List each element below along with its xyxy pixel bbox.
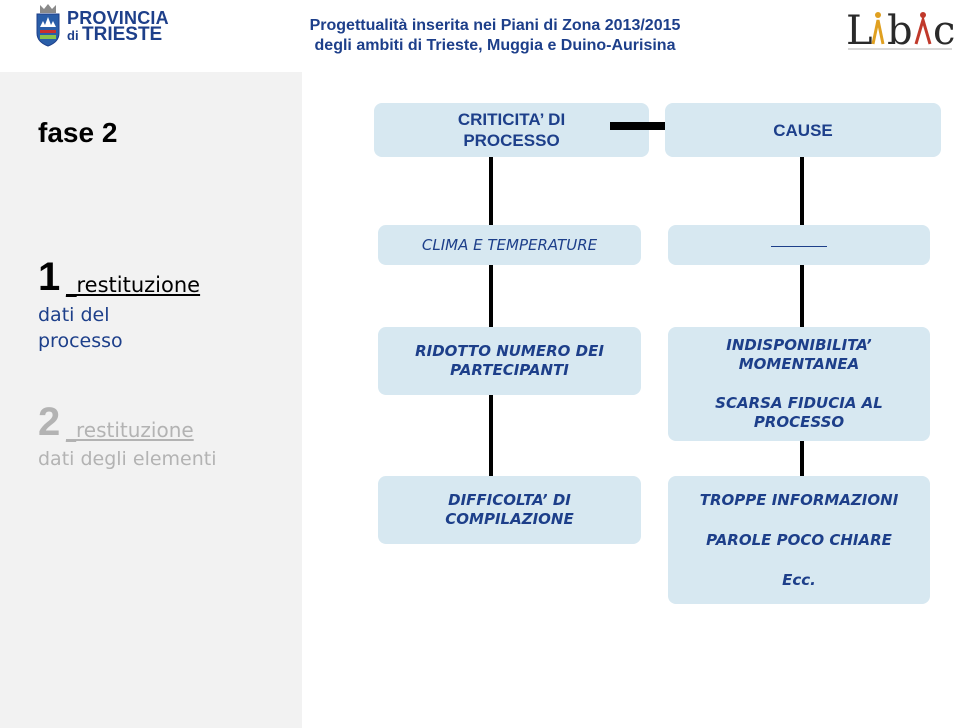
criticita-item-compilazione-line2: COMPILAZIONE — [445, 510, 574, 528]
step1-title: _restituzione — [66, 273, 201, 297]
provincia-trieste-logo: PROVINCIA di TRIESTE — [34, 3, 169, 47]
cause-item-indisponibilita-line1: INDISPONIBILITA’ — [726, 336, 872, 354]
criticita-header-line1: CRITICITA’ DI — [457, 110, 566, 129]
cause-item-informazioni-line1: TROPPE INFORMAZIONI — [699, 490, 899, 509]
step2-title: _restituzione — [66, 418, 194, 442]
labac-logo: L b c — [846, 6, 958, 56]
criticita-item-partecipanti: RIDOTTO NUMERO DEI PARTECIPANTI — [378, 327, 641, 395]
connector-right-1 — [800, 157, 804, 225]
criticita-item-clima-label: CLIMA E TEMPERATURE — [421, 235, 598, 254]
cause-header-label: CAUSE — [773, 120, 833, 140]
connector-left-3 — [489, 395, 493, 476]
svg-text:c: c — [933, 8, 955, 54]
svg-text:L: L — [846, 8, 873, 54]
cause-item-fiducia-line1: SCARSA FIDUCIA AL — [715, 394, 883, 412]
left-panel — [0, 72, 302, 728]
crest-icon — [36, 4, 60, 47]
header-title: Progettualità inserita nei Piani di Zona… — [300, 16, 690, 56]
phase-title: fase 2 — [38, 117, 118, 148]
criticita-header-box: CRITICITA’ DI PROCESSO — [374, 103, 649, 157]
placeholder-line — [771, 245, 827, 247]
logo-trieste-text: TRIESTE — [82, 24, 163, 45]
criticita-item-partecipanti-line1: RIDOTTO NUMERO DEI — [415, 342, 604, 360]
connector-left-2 — [489, 265, 493, 327]
criticita-item-partecipanti-line2: PARTECIPANTI — [450, 361, 569, 379]
criticita-item-compilazione-line1: DIFFICOLTA’ DI — [448, 491, 571, 509]
cause-header-box: CAUSE — [665, 103, 941, 157]
step2-sub: dati degli elementi — [38, 448, 217, 470]
criticita-header-line2: PROCESSO — [463, 131, 560, 150]
cause-item-indisponibilita-line2: MOMENTANEA — [738, 355, 860, 373]
cause-item-empty — [668, 225, 930, 265]
logo-di-text: di — [67, 28, 79, 43]
step1-sub-line1: dati del — [38, 304, 110, 326]
cause-item-indisponibilita: INDISPONIBILITA’ MOMENTANEA SCARSA FIDUC… — [668, 327, 930, 441]
criticita-item-compilazione: DIFFICOLTA’ DI COMPILAZIONE — [378, 476, 641, 544]
cause-item-informazioni-line2: PAROLE POCO CHIARE — [706, 530, 892, 549]
cause-item-fiducia-line2: PROCESSO — [753, 413, 845, 431]
header-title-line2: degli ambiti di Trieste, Muggia e Duino-… — [314, 37, 676, 54]
cause-item-informazioni: TROPPE INFORMAZIONI PAROLE POCO CHIARE E… — [668, 476, 930, 604]
svg-text:b: b — [887, 8, 913, 54]
criticita-item-clima: CLIMA E TEMPERATURE — [378, 225, 641, 265]
header: PROVINCIA di TRIESTE Progettualità inser… — [0, 0, 960, 72]
connector-right-2 — [800, 265, 804, 327]
logo-provincia-text: PROVINCIA — [67, 8, 169, 28]
labac-logo-icon: L b c — [846, 8, 955, 54]
header-title-line1: Progettualità inserita nei Piani di Zona… — [309, 17, 681, 34]
step2-number: 2 — [38, 400, 61, 444]
step1-sub-line2: processo — [38, 330, 123, 352]
cause-item-informazioni-line3: Ecc. — [782, 570, 816, 589]
step1-number: 1 — [38, 255, 61, 299]
connector-left-1 — [489, 157, 493, 225]
connector-right-3 — [800, 441, 804, 476]
